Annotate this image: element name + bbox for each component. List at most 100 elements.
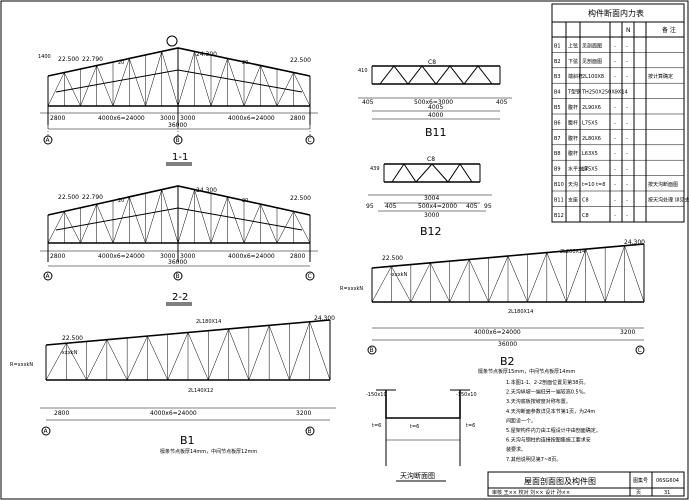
dim-c: 3200 [296, 410, 311, 417]
table-cell-v1: - [614, 167, 616, 173]
dim-left: 1400 [38, 54, 51, 60]
table-cell-type: 端斜杆 [568, 73, 583, 80]
elev-left2: 22.790 [82, 56, 103, 63]
web-diagonal [145, 51, 162, 107]
web-diagonal [210, 196, 228, 244]
elev-right: 24.300 [624, 239, 645, 246]
web-diagonal [210, 58, 228, 107]
table-cell-v2: - [626, 136, 628, 142]
web-diagonal [624, 245, 645, 303]
detail-note: 檩条节点板厚15mm，中间节点板厚14mm [478, 368, 575, 375]
table-cell-v2: - [626, 182, 628, 188]
dim-a: 4000x6=24000 [474, 329, 521, 336]
table-cell-type: 腹杆 [568, 104, 578, 111]
web-diagonal [64, 72, 81, 107]
web-diagonal [112, 196, 130, 244]
table-cell-id: B10 [554, 182, 564, 188]
web-diagonal [260, 65, 278, 107]
web-diagonal [293, 211, 311, 244]
web-diagonal [276, 211, 294, 244]
table-cell-spec: L63X5 [582, 151, 598, 157]
dim-e: 95 [484, 203, 492, 210]
force-label: -xxxkN [390, 272, 408, 278]
north-symbol [166, 35, 178, 47]
web-diagonal [228, 328, 250, 381]
note-line: 2.天沟纵坡一端低另一端较高0.5%。 [506, 389, 588, 396]
table-cell-v1: - [614, 151, 616, 157]
dim-left: 439 [370, 166, 380, 172]
web-diagonal [112, 58, 130, 107]
elev-left: 22.500 [58, 56, 79, 63]
table-cell-id: B9 [554, 167, 561, 173]
web-diagonal [289, 321, 310, 381]
lower-chord [55, 69, 303, 93]
dim-b: 4000x6=24000 [150, 410, 197, 417]
table-cell-v1: - [614, 136, 616, 142]
dim-right-plate: -150x10 [456, 392, 477, 398]
axis-bubble-a [43, 135, 53, 145]
table-cell-v1: - [614, 182, 616, 188]
table-cell-type: 支座 [568, 196, 578, 203]
axis-label-c: C [308, 137, 312, 144]
web-diagonal [488, 255, 509, 303]
table-cell-type: 腹杆 [568, 119, 578, 126]
member-bottom: 2L180X14 [508, 309, 533, 315]
mark-20a: 20 [118, 60, 124, 66]
detail-note: 檩条节点板厚14mm，中间节点板厚12mm [160, 448, 257, 455]
span-3: 3000 [160, 253, 175, 260]
note-line: 4.天沟断面参数详见本节第1页，为24m [506, 408, 595, 415]
web-diagonal [45, 343, 67, 381]
table-cell-v1: - [614, 105, 616, 111]
table-cell-note: 按计算确定 [648, 73, 673, 80]
dim-thick-2: t=6 [410, 424, 419, 430]
table-cell-v2: - [626, 59, 628, 65]
axis-label-b: B [176, 273, 180, 280]
span-4: 3000 [180, 115, 195, 122]
elev-left: 22.500 [58, 194, 79, 201]
table-cell-spec: t=10 t=8 [582, 182, 605, 188]
table-cell-type: 腹杆 [568, 150, 578, 157]
elev-mid: 24.300 [196, 187, 217, 194]
web-diagonal [566, 249, 586, 303]
web-diagonal [177, 51, 195, 107]
web-diagonal [129, 58, 146, 107]
table-cell-spec: TH250X250X9X14 [581, 90, 628, 96]
signature-row: 审核 王×× 校对 刘×× 设计 孙×× [492, 489, 570, 496]
dim-b: 3200 [620, 329, 635, 336]
table-cell-spec: 见剖面图 [582, 58, 602, 65]
web-diagonal [227, 196, 245, 244]
total: 36000 [498, 341, 517, 348]
web-diagonal [268, 325, 290, 381]
elev-right: 24.300 [314, 315, 335, 322]
note-line: 5.屋架构件内力由工程设计中由剖面确定。 [506, 427, 601, 434]
detail-title: B1 [180, 434, 195, 447]
table-header-note: 备 注 [662, 26, 676, 34]
span-6: 2800 [290, 115, 305, 122]
dim-a: 2800 [54, 410, 69, 417]
section-title: 1-1 [172, 152, 188, 163]
web-diagonal [80, 65, 97, 107]
table-cell-v2: - [626, 105, 628, 111]
table-cell-type: 下弦 [568, 58, 578, 65]
axis-label-b: B [370, 347, 374, 354]
reaction-label: R=xxxkN [340, 286, 363, 292]
elev-left2: 22.790 [82, 194, 103, 201]
table-cell-id: B11 [554, 197, 564, 203]
web-diagonal [161, 51, 179, 107]
table-cell-type: 水平支撑 [568, 166, 588, 173]
dim-a: 95 [366, 203, 374, 210]
note-line: 6.天沟与钢柱的连接按图集施工要求安 [506, 437, 591, 444]
table-cell-v2: - [626, 151, 628, 157]
dim-b: 405 [385, 203, 397, 210]
axis-label-c: C [308, 273, 312, 280]
web-diagonal [167, 332, 189, 381]
detail-b11: 410 C8 405 500x6=3000 405 4005 4000 B11 [358, 59, 512, 139]
mark-20b: 20 [242, 60, 248, 66]
dim-e: 4000 [428, 112, 443, 119]
dim-a: 405 [362, 99, 374, 106]
web-diagonal [47, 211, 65, 244]
atlas-label: 图集号 [633, 477, 648, 484]
span-4: 3000 [180, 253, 195, 260]
